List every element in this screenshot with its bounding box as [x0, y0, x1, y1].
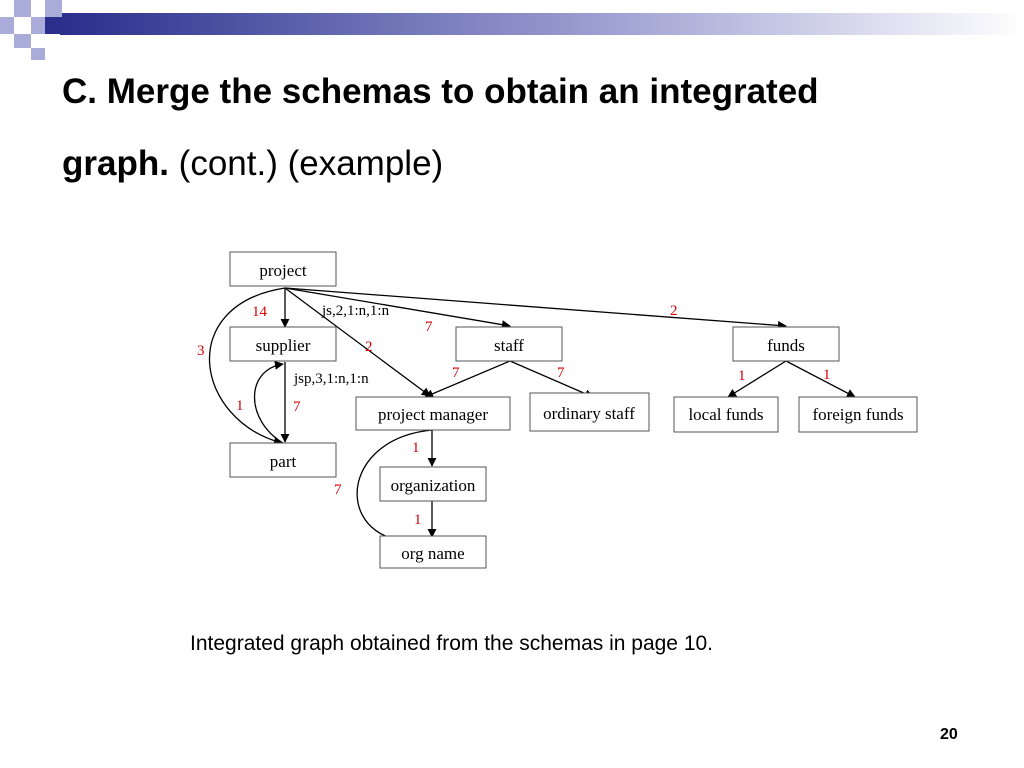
weight-funds-foreign: 1 — [823, 367, 831, 383]
node-ordinary-staff: ordinary staff — [529, 392, 650, 432]
node-foreign-funds: foreign funds — [798, 396, 918, 433]
deco-square — [31, 17, 45, 34]
deco-square — [45, 17, 60, 34]
edge-project-funds — [284, 287, 787, 330]
svg-text:part: part — [270, 452, 297, 471]
svg-text:org name: org name — [401, 544, 464, 563]
node-org-name: org name — [379, 535, 487, 569]
deco-square — [45, 0, 62, 17]
edge-funds-local — [727, 360, 787, 398]
weight-project-supplier: 14 — [252, 304, 268, 320]
svg-text:ordinary staff: ordinary staff — [543, 404, 635, 423]
svg-text:project: project — [259, 261, 306, 280]
weight-supplier-part-right: 7 — [293, 399, 301, 415]
diagram-caption: Integrated graph obtained from the schem… — [190, 632, 714, 655]
weight-project-funds: 2 — [670, 303, 678, 319]
edge-label-jsp: jsp,3,1:n,1:n — [293, 371, 369, 387]
weight-staff-manager: 7 — [452, 365, 460, 381]
deco-square — [14, 34, 31, 48]
edge-project-manager — [284, 287, 431, 397]
node-organization: organization — [379, 466, 487, 502]
slide-decoration — [0, 0, 1024, 60]
edge-staff-manager — [424, 360, 511, 398]
weight-manager-orgname: 7 — [334, 482, 342, 498]
svg-text:organization: organization — [391, 476, 476, 495]
weight-supplier-part-left: 1 — [236, 398, 244, 414]
weight-organization-orgname: 1 — [414, 512, 422, 528]
slide-title-line1: C. Merge the schemas to obtain an integr… — [62, 72, 819, 111]
svg-text:foreign funds: foreign funds — [812, 405, 903, 424]
svg-text:local funds: local funds — [688, 405, 763, 424]
weight-project-part: 3 — [197, 343, 205, 359]
node-local-funds: local funds — [673, 396, 779, 433]
weight-manager-organization: 1 — [412, 440, 420, 456]
node-part: part — [229, 442, 337, 478]
header-gradient-bar — [60, 13, 1024, 35]
slide-title-line2: graph. (cont.) (example) — [62, 144, 444, 183]
weight-funds-local: 1 — [738, 368, 746, 384]
edge-funds-foreign — [785, 360, 856, 398]
edge-project-staff — [284, 287, 511, 330]
node-project-manager: project manager — [355, 396, 511, 431]
page-number: 20 — [940, 726, 958, 743]
node-supplier: supplier — [229, 326, 337, 362]
deco-square — [0, 17, 14, 34]
svg-text:supplier: supplier — [256, 336, 311, 355]
edge-part-supplier — [253, 360, 284, 444]
weight-project-manager: 2 — [365, 339, 373, 355]
node-funds: funds — [732, 326, 840, 362]
weight-project-staff: 7 — [425, 319, 433, 335]
deco-square — [31, 48, 45, 60]
deco-square — [14, 0, 31, 17]
edge-staff-ordinary — [509, 360, 594, 398]
svg-text:funds: funds — [767, 336, 805, 355]
svg-text:staff: staff — [494, 336, 524, 355]
weight-staff-ordinary: 7 — [557, 365, 565, 381]
edge-project-part — [208, 287, 286, 446]
svg-text:project manager: project manager — [378, 405, 488, 424]
edge-label-js: js,2,1:n,1:n — [321, 303, 390, 319]
node-project: project — [229, 251, 337, 287]
node-staff: staff — [455, 326, 563, 362]
